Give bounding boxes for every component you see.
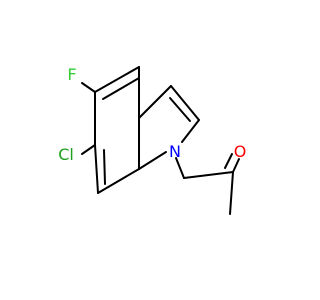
bond-c6-c6-double [103,149,106,185]
bond-co-ch3 [229,171,234,215]
bond-co-o-double [224,153,233,169]
bond-n1-c7a [138,151,167,170]
bond-co-o [232,158,240,173]
bond-c5-f [81,82,96,93]
fluorine-label: F [67,65,76,84]
molecule-canvas: F Cl N O [58,65,247,215]
bond-ch2-co [183,171,234,179]
bond-c3-c2-double [169,97,191,122]
nitrogen-label: N [169,142,181,161]
bond-c2-n1 [181,119,200,143]
bond-c4-c4-double [102,77,140,100]
structure-diagram: F Cl N O [58,65,247,215]
bond-c3-c2 [170,85,200,121]
bond-c5-c4 [94,66,140,93]
bond-c7a-c7 [97,168,140,194]
bond-c7-c6 [94,144,99,194]
bond-n1-ch2 [175,157,185,179]
bond-c3a-c3 [138,85,172,119]
bond-c6-cl [81,144,96,155]
oxygen-label: O [234,142,247,161]
chlorine-label: Cl [58,145,74,164]
